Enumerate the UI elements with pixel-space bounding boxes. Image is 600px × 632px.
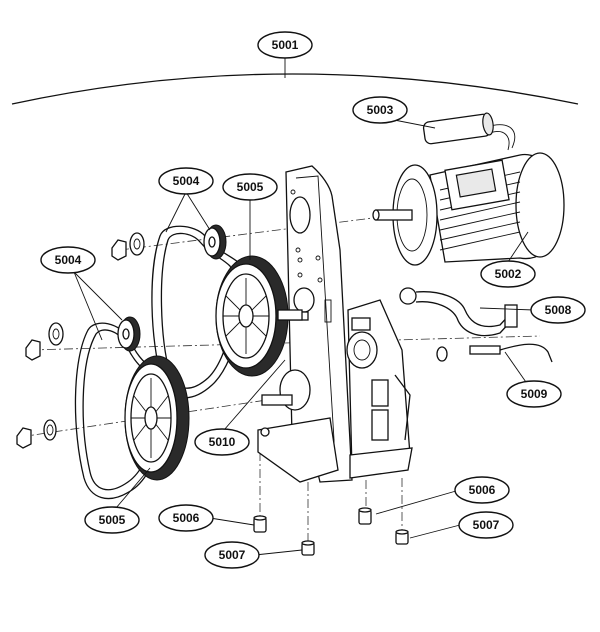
label-capacitor: 5003: [352, 96, 408, 124]
label-gear-upper: 5005: [222, 173, 278, 201]
leader-lines: [73, 117, 535, 556]
label-capacitor-text: 5003: [367, 103, 394, 117]
label-screw-right-text: 5007: [473, 518, 500, 532]
label-screw-left: 5007: [204, 541, 260, 569]
upper-gear: [215, 255, 303, 377]
label-foot-right: 5006: [454, 476, 510, 504]
motor: [372, 152, 565, 266]
label-frame: 5010: [194, 428, 250, 456]
label-pulley-lower: 5004: [40, 246, 96, 274]
sensor: [436, 343, 553, 363]
upper-pulley: [203, 224, 227, 260]
mid-nut-washer: [25, 322, 64, 361]
lower-gear: [124, 355, 190, 481]
label-screw-right: 5007: [458, 511, 514, 539]
label-assembly-text: 5001: [272, 38, 299, 52]
foot-left: [253, 515, 267, 533]
lower-pulley: [117, 316, 141, 352]
label-motor: 5002: [480, 260, 536, 288]
label-foot-left: 5006: [158, 504, 214, 532]
label-screw-left-text: 5007: [219, 548, 246, 562]
label-sensor: 5009: [506, 380, 562, 408]
hose: [399, 287, 518, 337]
label-hose-text: 5008: [545, 303, 572, 317]
label-gear-lower: 5005: [84, 506, 140, 534]
label-gear-lower-text: 5005: [99, 513, 126, 527]
label-motor-text: 5002: [495, 267, 522, 281]
foot-right: [358, 507, 372, 525]
label-pulley-upper-text: 5004: [173, 174, 200, 188]
frame: [257, 165, 353, 483]
screw-right: [395, 529, 409, 545]
label-foot-right-text: 5006: [469, 483, 496, 497]
lower-nut-washer: [16, 419, 57, 449]
label-gear-upper-text: 5005: [237, 180, 264, 194]
label-assembly: 5001: [257, 31, 313, 59]
capacitor: [422, 112, 516, 151]
upper-nut-washer: [111, 232, 145, 261]
pump-block: [346, 299, 413, 479]
assembly-axes: [19, 211, 541, 545]
label-hose: 5008: [530, 296, 586, 324]
label-pulley-lower-text: 5004: [55, 253, 82, 267]
label-foot-left-text: 5006: [173, 511, 200, 525]
assembly-bracket: [11, 73, 579, 105]
label-sensor-text: 5009: [521, 387, 548, 401]
label-frame-text: 5010: [209, 435, 236, 449]
label-pulley-upper: 5004: [158, 167, 214, 195]
screw-left: [301, 540, 315, 556]
